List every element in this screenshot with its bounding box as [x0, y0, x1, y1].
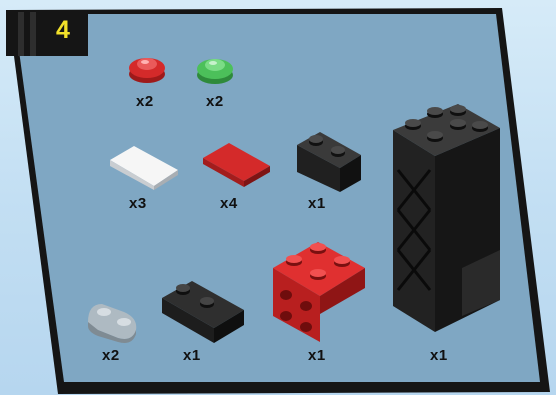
qty-red-bracket: x1	[308, 347, 326, 364]
qty-green-round-plate: x2	[206, 93, 224, 110]
black-column-icon	[393, 104, 500, 332]
qty-red-round-plate: x2	[136, 93, 154, 110]
green-round-plate-icon	[197, 59, 233, 84]
qty-black-brick: x1	[308, 195, 326, 212]
qty-white-tile: x3	[129, 195, 147, 212]
qty-gray-plate: x2	[102, 347, 120, 364]
qty-red-tile: x4	[220, 195, 238, 212]
red-round-plate-icon	[129, 58, 165, 83]
step-number: 4	[46, 16, 80, 44]
qty-black-plate: x1	[183, 347, 201, 364]
qty-black-column: x1	[430, 347, 448, 364]
